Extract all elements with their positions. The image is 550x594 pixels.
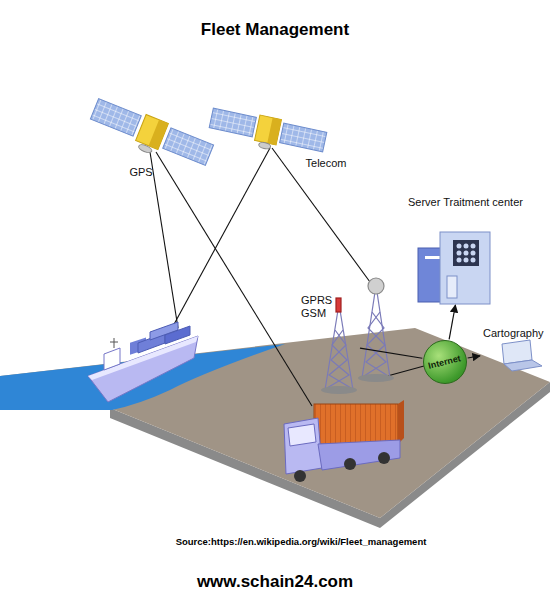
laptop xyxy=(502,340,542,371)
server-racks-part xyxy=(447,276,457,298)
dish-tower-part xyxy=(377,292,390,378)
signal-lines-part xyxy=(150,152,178,328)
ground-part xyxy=(0,328,550,518)
server-racks-part xyxy=(464,251,469,256)
source-note: Source:https://en.wikipedia.org/wiki/Fle… xyxy=(52,536,550,547)
truck-part xyxy=(284,418,322,474)
tower-node: GPRS GSM xyxy=(298,293,360,393)
server-racks-part xyxy=(464,244,469,249)
server-racks-part xyxy=(464,258,469,263)
server-racks-part xyxy=(457,258,462,263)
server-racks-part xyxy=(471,251,476,256)
truck-part xyxy=(314,404,398,444)
satellite-label: GPS xyxy=(126,165,156,182)
node-label: Cartography xyxy=(483,327,544,340)
cargo-ship-part xyxy=(114,338,115,348)
gps-satellite xyxy=(87,96,215,175)
truck-part xyxy=(288,424,316,446)
server-racks-part xyxy=(457,244,462,249)
gps-satellite-part xyxy=(136,115,169,150)
server-racks-part xyxy=(457,251,462,256)
gps-satellite-part xyxy=(163,128,214,166)
gps-satellite-part xyxy=(90,99,141,137)
truck-part xyxy=(294,470,306,482)
satellite-label: Telecom xyxy=(300,156,352,173)
truck xyxy=(284,400,404,482)
truck-part xyxy=(344,458,356,470)
node-label: Server Traitment center xyxy=(408,196,523,209)
server-racks-part xyxy=(440,232,490,304)
telecom-satellite-part xyxy=(267,118,281,145)
cartography-node: Cartography xyxy=(480,326,547,374)
gsm-tower-part xyxy=(325,310,338,390)
connector xyxy=(449,305,455,339)
gps-satellite-part xyxy=(138,143,153,154)
cargo-ship-part xyxy=(165,326,190,344)
node-label: Telecom xyxy=(303,157,349,170)
cargo-ship xyxy=(88,322,198,402)
gsm-tower-part xyxy=(329,330,351,388)
dish-tower-part xyxy=(368,278,384,294)
watermark: www.schain24.com xyxy=(0,572,550,592)
laptop-part xyxy=(504,360,542,371)
node-label: Internet xyxy=(428,353,463,371)
internet-globe: Internet xyxy=(423,340,467,384)
server-node: Server Traitment center xyxy=(405,195,526,305)
title: Fleet Management xyxy=(0,20,550,40)
dish-tower-part xyxy=(362,292,375,378)
connector xyxy=(468,356,480,358)
server-racks xyxy=(418,232,490,304)
gsm-tower-part xyxy=(336,298,341,312)
gsm-tower-part xyxy=(321,386,357,394)
cargo-ship-part xyxy=(110,342,118,343)
telecom-satellite xyxy=(207,105,327,160)
cargo-ship-part xyxy=(104,348,120,370)
telecom-satellite-part xyxy=(209,108,256,137)
dish-tower-part xyxy=(358,374,394,382)
telecom-satellite-part xyxy=(280,123,327,152)
server-racks-part xyxy=(471,258,476,263)
truck-part xyxy=(378,452,390,464)
telecom-satellite-part xyxy=(258,141,271,149)
server-racks-part xyxy=(471,244,476,249)
truck-part xyxy=(398,400,404,444)
server-racks-part xyxy=(453,240,479,266)
telecom-satellite-part xyxy=(255,115,282,145)
gsm-tower xyxy=(321,298,357,394)
gps-satellite-part xyxy=(149,120,169,150)
dish-tower-part xyxy=(364,312,386,376)
ground xyxy=(0,328,550,528)
connector xyxy=(360,348,422,358)
node-label: GPRS GSM xyxy=(301,294,331,320)
dish-tower-part xyxy=(366,312,388,376)
signal-lines-part xyxy=(156,152,312,406)
node-label: GPS xyxy=(129,166,153,179)
signal-lines-part xyxy=(172,148,270,328)
signal-lines xyxy=(150,148,424,406)
gsm-tower-part xyxy=(340,310,353,390)
truck-part xyxy=(318,440,400,470)
signal-lines-part xyxy=(272,148,370,282)
dish-tower xyxy=(358,278,394,382)
